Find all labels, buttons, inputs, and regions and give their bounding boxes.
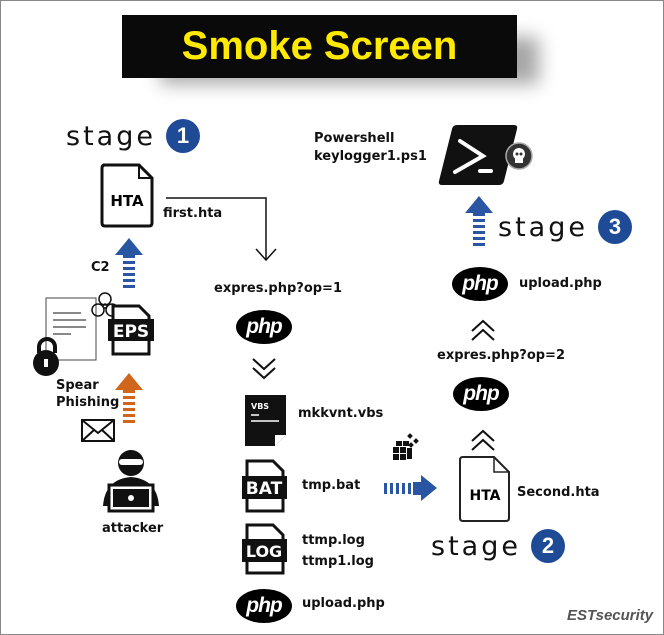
right-arrow-icon <box>384 475 437 501</box>
keylogger-label: keylogger1.ps1 <box>314 149 427 164</box>
php-icon: php <box>236 310 292 344</box>
expres-op1-label: expres.php?op=1 <box>214 281 342 296</box>
powershell-icon <box>438 125 518 185</box>
stage-word: stage <box>431 530 521 562</box>
title-banner: Smoke Screen <box>122 15 517 78</box>
eps-file-icon: EPS <box>108 304 154 356</box>
chevron-down-icon <box>252 358 276 380</box>
php-icon: php <box>453 377 509 411</box>
stage-number-badge: 1 <box>165 119 200 153</box>
up-arrow-icon <box>465 196 493 246</box>
expres-op2-label: expres.php?op=2 <box>437 348 565 363</box>
envelope-icon <box>81 419 115 442</box>
flow-connector-arrow <box>166 197 277 262</box>
php-icon: php <box>236 589 292 623</box>
chevron-up-icon <box>471 429 495 451</box>
stage-word: stage <box>498 211 588 243</box>
svg-text:VBS: VBS <box>251 402 269 411</box>
stage-1-label: stage 1 <box>66 119 200 153</box>
svg-text:HTA: HTA <box>110 192 144 210</box>
mkkvnt-vbs-label: mkkvnt.vbs <box>298 406 384 421</box>
stage-3-label: stage 3 <box>498 210 632 244</box>
ttmp1-log-label: ttmp1.log <box>302 554 374 569</box>
stage-word: stage <box>66 120 156 152</box>
upload-php-label: upload.php <box>302 596 385 611</box>
chevron-up-icon <box>471 319 495 341</box>
up-arrow-icon <box>115 238 143 288</box>
attacker-label: attacker <box>102 521 164 536</box>
vbs-file-icon: VBS <box>245 395 286 446</box>
c2-label: C2 <box>91 260 110 275</box>
svg-text:BAT: BAT <box>246 479 283 499</box>
up-arrow-icon <box>115 373 143 423</box>
upload-php-label: upload.php <box>519 276 602 291</box>
bat-file-icon: BAT <box>242 459 287 513</box>
attacker-icon <box>103 450 159 513</box>
lock-icon <box>33 337 59 376</box>
svg-text:LOG: LOG <box>246 542 282 561</box>
tmp-bat-label: tmp.bat <box>302 478 361 493</box>
registry-cube-icon <box>393 433 419 460</box>
hta-file-icon: HTA <box>100 163 154 228</box>
first-hta-label: first.hta <box>163 206 223 221</box>
stage-number-badge: 3 <box>597 210 632 244</box>
stage-number-badge: 2 <box>530 529 565 563</box>
svg-text:EPS: EPS <box>113 322 149 342</box>
estsecurity-logo: ESTsecurity <box>567 607 654 624</box>
second-hta-label: Second.hta <box>517 485 600 500</box>
stage-2-label: stage 2 <box>431 529 565 563</box>
phishing-text: Phishing <box>56 395 120 410</box>
spear-text: Spear <box>56 378 99 393</box>
hta-file-icon: HTA <box>459 456 510 522</box>
log-file-icon: LOG <box>242 523 287 575</box>
ttmp-log-label: ttmp.log <box>302 533 365 548</box>
skull-icon <box>505 142 533 170</box>
php-icon: php <box>452 267 508 301</box>
svg-text:HTA: HTA <box>469 488 500 504</box>
powershell-label: Powershell <box>314 131 395 146</box>
